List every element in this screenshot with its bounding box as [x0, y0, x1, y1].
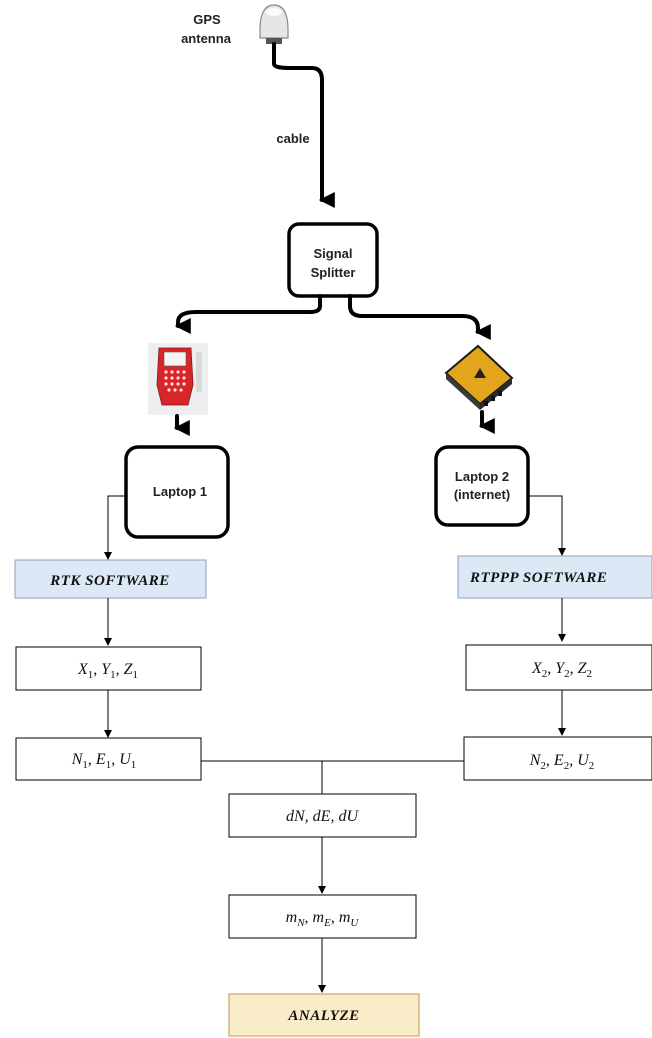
rtk-software-label: RTK SOFTWARE	[49, 573, 170, 589]
signal-splitter-box	[287, 222, 379, 298]
splitter-left-branch	[174, 294, 322, 334]
laptop-1-label: Laptop 1	[153, 484, 207, 499]
cable-line	[272, 42, 335, 208]
neu2-box	[463, 736, 652, 781]
antenna-label-line1: GPS	[193, 12, 221, 27]
rms-box	[228, 894, 417, 939]
gps-receiver-1-icon	[148, 343, 208, 415]
gps-receiver-2-icon	[444, 344, 514, 410]
xyz1-label: X1, Y1, Z1	[77, 661, 138, 681]
neu1-box	[15, 737, 202, 781]
antenna-label-line2: antenna	[181, 31, 232, 46]
xyz2-box	[465, 644, 652, 691]
difference-label: dN, dE, dU	[286, 808, 359, 825]
difference-box	[228, 793, 417, 838]
splitter-label-line2: Splitter	[311, 265, 356, 280]
cable-label: cable	[276, 131, 309, 146]
laptop-2-label-line1: Laptop 2	[455, 469, 509, 484]
rms-label: mN, mE, mU	[286, 909, 360, 929]
laptop-1-box	[124, 445, 230, 539]
analyze-label: ANALYZE	[287, 1008, 359, 1024]
laptop-2-box	[434, 445, 530, 527]
laptop1-to-rtk-connector	[107, 495, 126, 552]
rtppp-software-label: RTPPP SOFTWARE	[469, 570, 607, 586]
splitter-right-branch	[348, 294, 491, 340]
neu2-label: N2, E2, U2	[529, 752, 595, 772]
rtppp-software-box	[457, 555, 652, 599]
gps-antenna-icon	[259, 4, 289, 44]
splitter-label-line1: Signal	[313, 246, 352, 261]
laptop2-to-rtppp-connector	[528, 495, 563, 548]
neu1-label: N1, E1, U1	[71, 751, 137, 771]
analyze-box	[228, 993, 420, 1037]
rtk-software-box	[14, 559, 207, 599]
laptop-2-label-line2: (internet)	[454, 487, 510, 502]
xyz2-label: X2, Y2, Z2	[531, 660, 592, 680]
